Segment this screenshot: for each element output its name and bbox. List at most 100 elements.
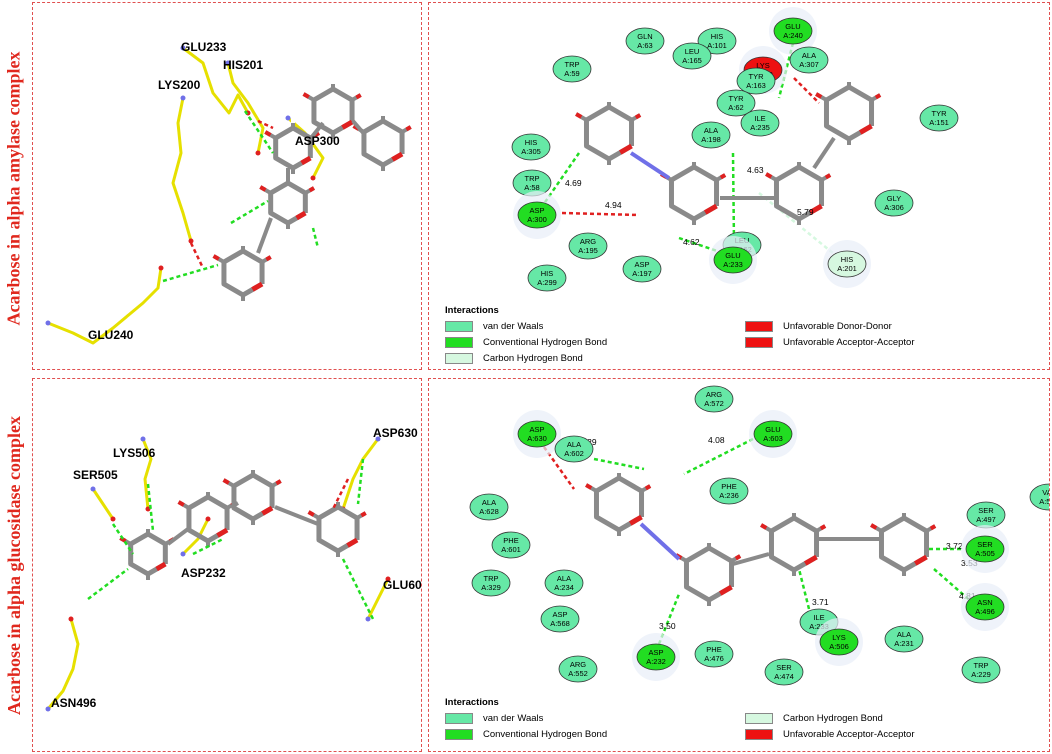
svg-text:TYR: TYR <box>932 109 948 118</box>
svg-text:VAL: VAL <box>1042 488 1050 497</box>
svg-text:A:198: A:198 <box>701 135 721 144</box>
residue-label-asp232: ASP232 <box>181 566 226 580</box>
side-label-top-text: Acarbose in alpha amylase complex <box>3 51 24 325</box>
legend-item-unfavorable-donor-donor: Unfavorable Donor-Donor <box>745 321 892 332</box>
residue-lys200-stick <box>171 95 194 244</box>
glucosidase-distance: 3.71 <box>812 597 829 607</box>
interaction-map-glucosidase: 3.294.083.723.534.813.713.50 ARGA:572ASP… <box>469 385 1050 686</box>
legend-label: Unfavorable Acceptor-Acceptor <box>783 337 915 348</box>
hbond-ser505 <box>111 523 135 555</box>
svg-text:A:58: A:58 <box>524 183 539 192</box>
residue-label-asn496: ASN496 <box>51 696 97 710</box>
ligand-ring-3 <box>222 465 282 531</box>
residue-label-glu603: GLU603 <box>383 578 422 592</box>
ligand-ring-1 <box>119 524 175 586</box>
ligand-ring-b <box>675 538 742 612</box>
svg-text:A:497: A:497 <box>976 515 996 524</box>
svg-text:ILE: ILE <box>813 613 824 622</box>
svg-text:A:151: A:151 <box>929 118 949 127</box>
svg-text:PHE: PHE <box>721 482 736 491</box>
hbond-ala602 <box>593 457 645 471</box>
unfavorable-bond <box>331 478 350 510</box>
svg-text:A:235: A:235 <box>750 123 770 132</box>
svg-text:ALA: ALA <box>567 440 581 449</box>
ligand-ring-c <box>765 157 832 231</box>
svg-text:LYS: LYS <box>832 633 846 642</box>
structure-3d-glucosidase: LYS506SER505ASP630ASP232GLU603ASN496 <box>45 426 422 712</box>
residue-val-501: VALA:501 <box>1029 483 1050 511</box>
residue-label-glu240: GLU240 <box>88 328 134 342</box>
residue-label-asp300: ASP300 <box>295 134 340 148</box>
svg-text:A:233: A:233 <box>723 260 743 269</box>
legend-item-conventional-hydrogen-bond: Conventional Hydrogen Bond <box>445 729 607 740</box>
svg-text:ALA: ALA <box>897 630 911 639</box>
svg-text:SER: SER <box>978 506 994 515</box>
hbond-glu240 <box>162 263 219 283</box>
glucosidase-distance: 4.08 <box>708 435 725 445</box>
panel-3d-glucosidase: LYS506SER505ASP630ASP232GLU603ASN496 <box>32 378 422 752</box>
svg-text:GLU: GLU <box>785 22 800 31</box>
svg-text:ASP: ASP <box>529 206 544 215</box>
panel-2d-amylase: 5.694.694.944.635.794.62 GLNA:63HISA:101… <box>428 2 1050 370</box>
svg-text:A:630: A:630 <box>527 434 547 443</box>
legend-item-van-der-waals: van der Waals <box>445 321 543 332</box>
svg-text:A:601: A:601 <box>501 545 521 554</box>
svg-text:HIS: HIS <box>541 269 554 278</box>
side-label-top: Acarbose in alpha amylase complex <box>0 4 28 372</box>
svg-text:TRP: TRP <box>484 574 499 583</box>
amylase-distance: 4.62 <box>683 237 700 247</box>
ligand-ring-5 <box>212 241 272 307</box>
svg-text:A:240: A:240 <box>783 31 803 40</box>
svg-text:A:603: A:603 <box>763 434 783 443</box>
svg-text:ASP: ASP <box>529 425 544 434</box>
svg-text:A:233: A:233 <box>809 622 829 631</box>
svg-text:ALA: ALA <box>802 51 816 60</box>
svg-text:ALA: ALA <box>557 574 571 583</box>
amylase-distance: 4.94 <box>605 200 622 210</box>
hbond-ring-5 <box>311 227 320 249</box>
residue-glu240-stick <box>45 265 164 345</box>
svg-text:A:236: A:236 <box>719 491 739 500</box>
svg-text:A:505: A:505 <box>975 549 995 558</box>
residue-lys506-stick <box>140 436 153 512</box>
svg-text:A:234: A:234 <box>554 583 574 592</box>
legend-label: Unfavorable Donor-Donor <box>783 321 892 332</box>
legend-title: Interactions <box>445 697 499 708</box>
hbond-asn496 <box>87 568 129 600</box>
hbond-asp232 <box>192 537 224 556</box>
ligand-ring-3 <box>352 111 412 177</box>
hbond-ile233 <box>797 568 811 610</box>
svg-text:ARG: ARG <box>570 660 586 669</box>
hbond-glu233 <box>243 110 275 154</box>
legend-label: van der Waals <box>483 713 544 724</box>
svg-text:A:329: A:329 <box>481 583 501 592</box>
residue-label-asp630: ASP630 <box>373 426 418 440</box>
residue-label-his201: HIS201 <box>223 58 263 72</box>
svg-text:A:628: A:628 <box>479 507 499 516</box>
svg-text:LEU: LEU <box>685 47 700 56</box>
svg-text:A:300: A:300 <box>527 215 547 224</box>
svg-text:A:572: A:572 <box>704 399 724 408</box>
legend-swatch <box>445 729 473 740</box>
legend-swatch <box>445 321 473 332</box>
svg-text:ASN: ASN <box>977 598 992 607</box>
